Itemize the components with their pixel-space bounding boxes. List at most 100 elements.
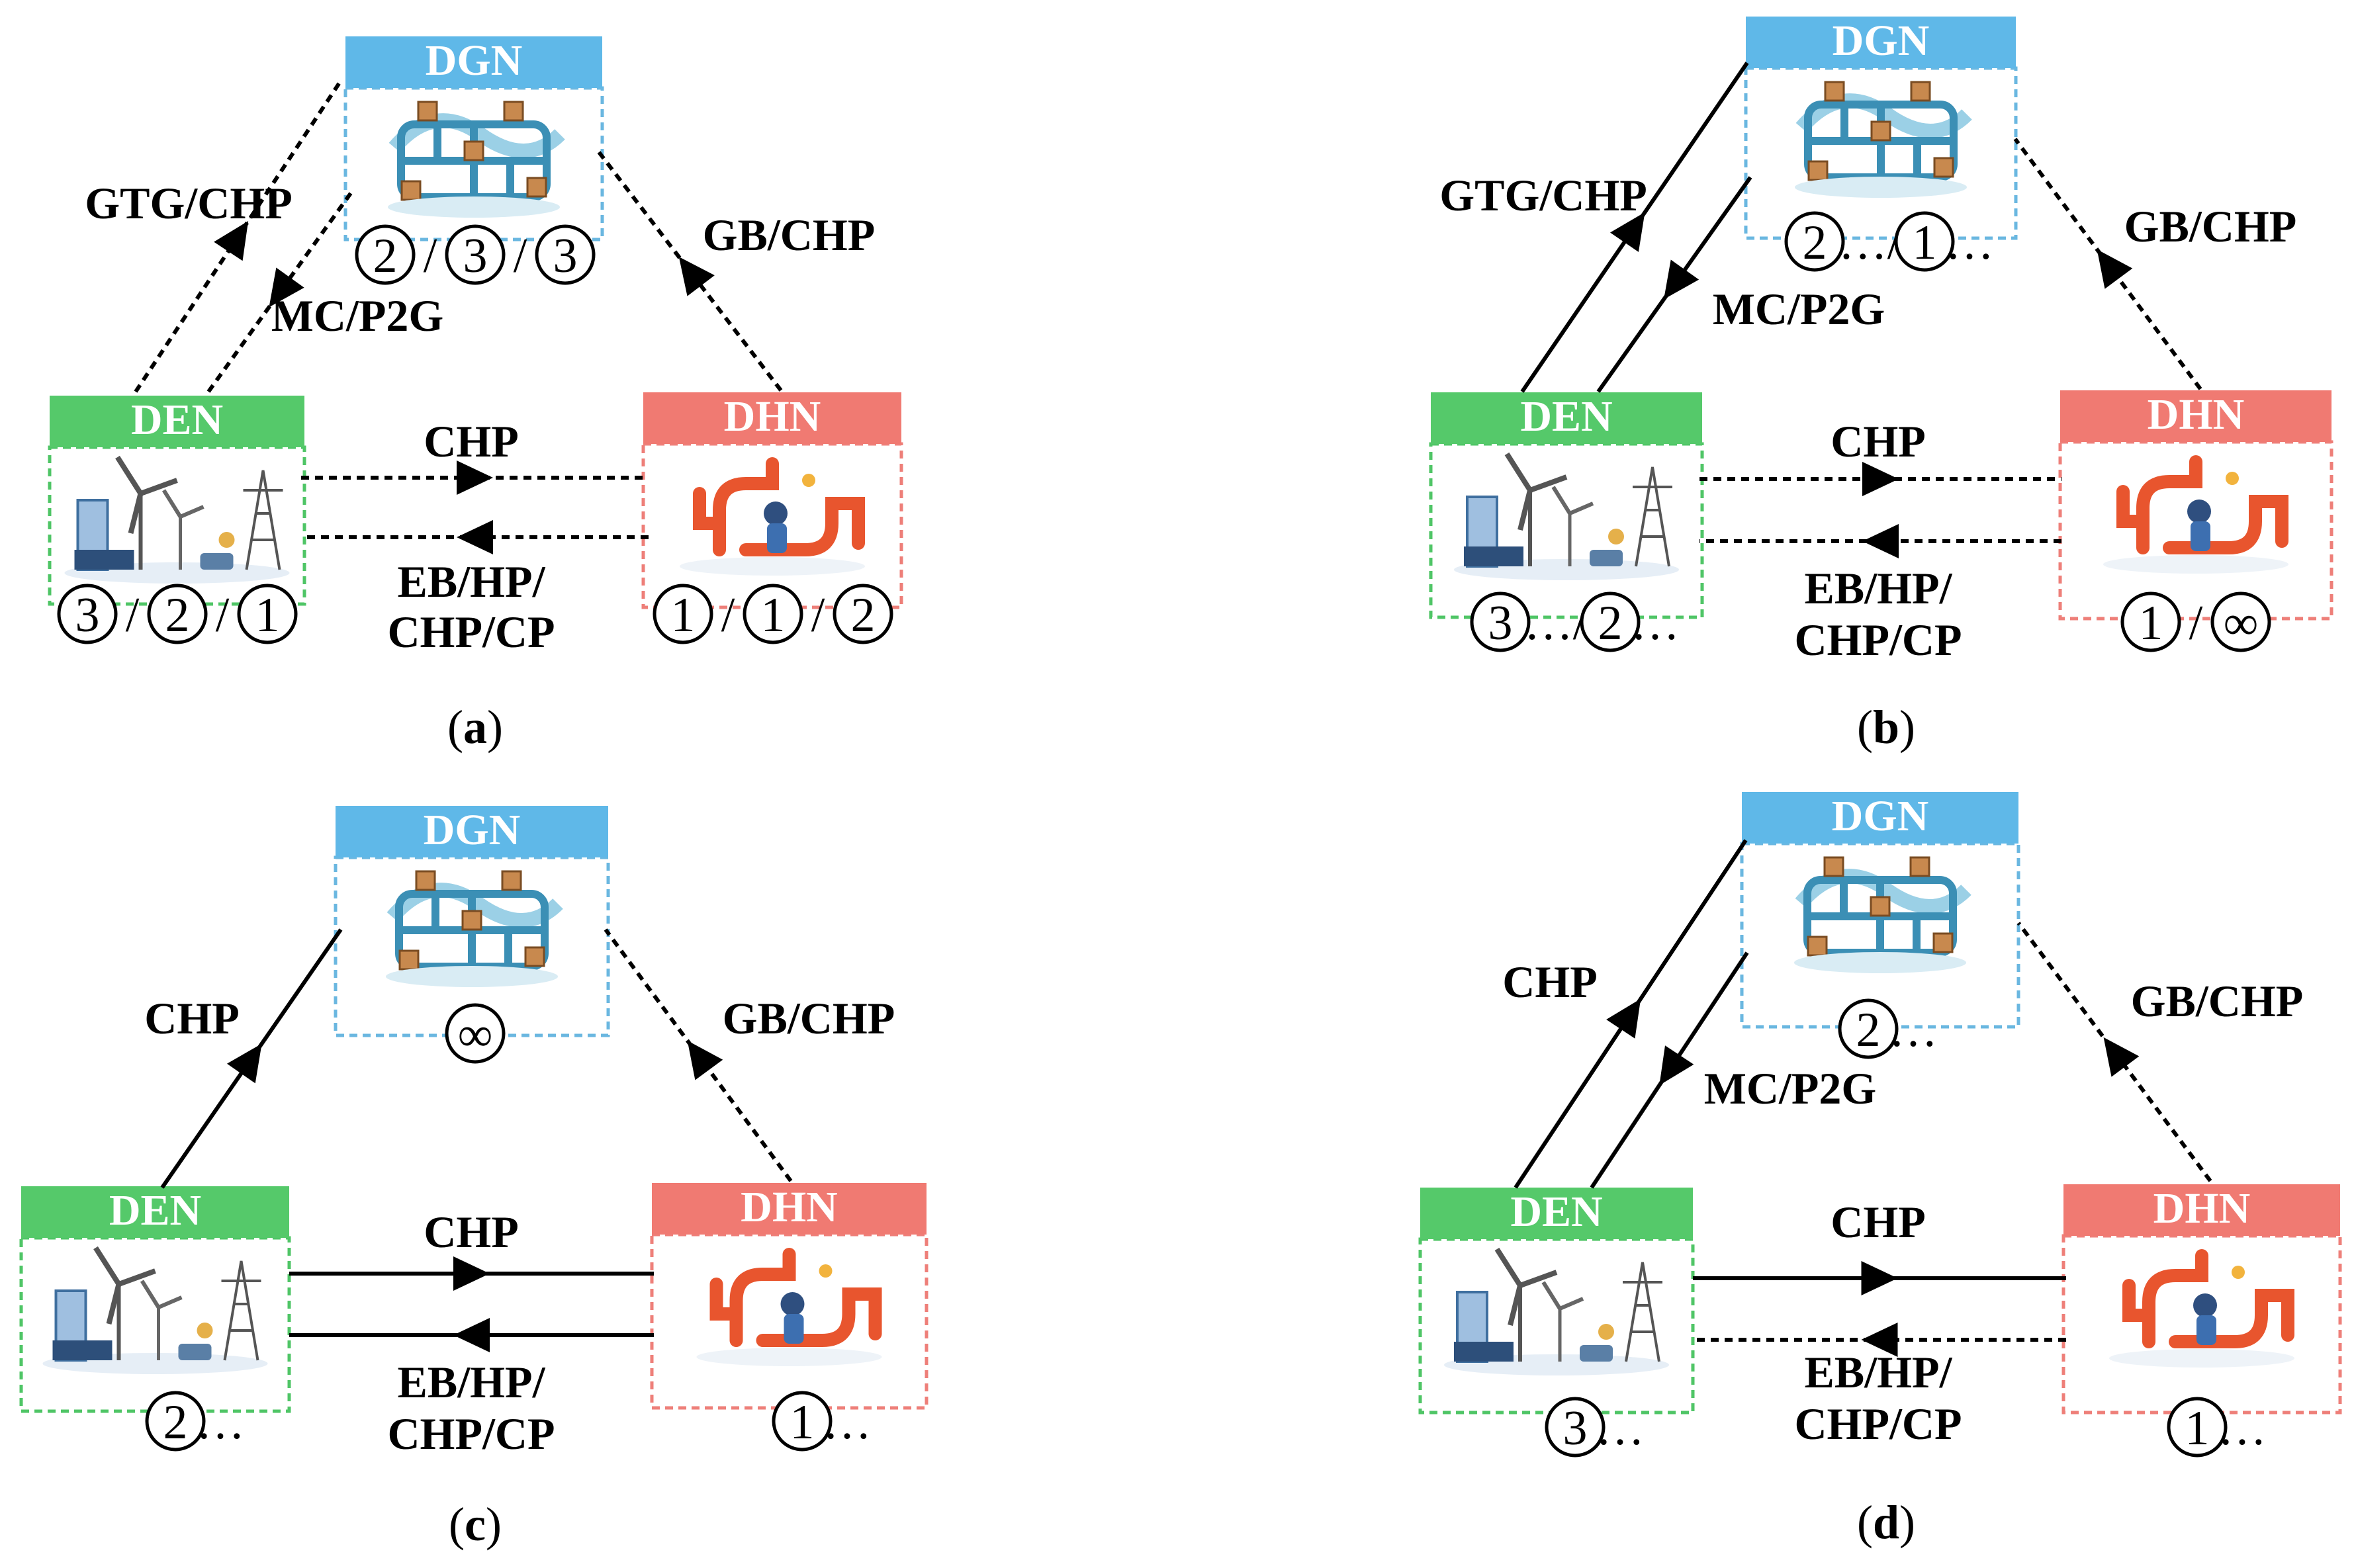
dgn-to-den-label: MC/P2G: [1713, 284, 1885, 334]
dhn-title: DHN: [2148, 390, 2245, 439]
gas-pipeline-network-icon: [1795, 81, 1972, 198]
dgn-marker-separator: /: [514, 229, 527, 283]
den-to-dgn-arrow: [226, 1043, 262, 1084]
dhn-title: DHN: [741, 1183, 838, 1231]
gas-pipeline-network-icon: [386, 870, 563, 987]
dhn-to-dgn-label: GB/CHP: [2131, 976, 2304, 1026]
power-grid-wind-solar-icon: [1444, 1247, 1669, 1375]
den-marker-circle: [1580, 591, 1641, 652]
dhn-marker-separator: /: [721, 588, 735, 642]
den-marker-separator: /: [216, 588, 230, 642]
den-marker-separator: …/: [1524, 596, 1587, 650]
dhn-marker-circle: [833, 584, 893, 644]
dhn-marker-number: 1: [2139, 596, 2163, 650]
den-to-dgn-label: GTG/CHP: [1439, 170, 1647, 220]
dhn-to-den-label-line1: EB/HP/: [1805, 563, 1953, 613]
caption-open: (: [1857, 1496, 1873, 1549]
dhn-marker-number: 2: [851, 588, 876, 642]
dgn-marker-number: 3: [463, 229, 488, 283]
den-marker-circle: [1545, 1397, 1606, 1458]
caption-open: (: [447, 701, 463, 754]
panel-caption: (b): [1857, 701, 1915, 754]
den-marker-separator: …: [1631, 596, 1680, 650]
dhn-to-den-label-line1: EB/HP/: [1805, 1347, 1953, 1397]
dhn-to-dgn-label: GB/CHP: [703, 210, 876, 260]
power-grid-wind-solar-icon: [42, 1246, 268, 1374]
den-header: [50, 396, 304, 447]
dhn-to-den-label-line1: EB/HP/: [398, 556, 546, 607]
dhn-to-dgn-arrow: [678, 257, 715, 296]
dgn-marker-circle: [535, 224, 596, 285]
dgn-to-den-arrow: [269, 267, 304, 308]
dhn-marker-circle: [2120, 591, 2181, 652]
den-header: [1420, 1188, 1693, 1239]
dhn-marker-number: ∞: [2224, 596, 2259, 650]
dhn-header: [2063, 1184, 2340, 1236]
gas-pipeline-network-icon: [388, 101, 565, 218]
den-to-dgn-arrow: [214, 221, 249, 261]
dgn-marker-circle: [445, 224, 506, 285]
dhn-to-dgn-label: GB/CHP: [723, 993, 895, 1043]
dhn-header: [2060, 390, 2331, 442]
den-marker-number: 2: [165, 588, 190, 642]
dhn-to-den-arrow: [1862, 524, 1899, 558]
caption-close: ): [486, 1498, 502, 1551]
panels-layer: DGN DEN DHN GTG/CHP MC/P2G GB/CHP CHP EB/HP/CHP…: [19, 17, 2342, 1551]
dgn-to-den-arrow: [1659, 1045, 1694, 1086]
den-to-dgn-arrow: [1606, 998, 1641, 1039]
den-marker-circle: [145, 1391, 206, 1452]
dgn-title: DGN: [426, 36, 523, 85]
dhn-to-den-arrow: [1861, 1323, 1898, 1357]
den-marker-circle: [147, 584, 208, 644]
caption-open: (: [449, 1498, 465, 1551]
dhn-to-dgn-arrow: [2097, 249, 2133, 289]
dhn-marker-separator: /: [811, 588, 825, 642]
den-marker-separator: …: [1596, 1401, 1645, 1456]
den-to-dhn-label: CHP: [424, 416, 519, 466]
dhn-title: DHN: [724, 392, 821, 441]
den-to-dhn-arrow: [1861, 1261, 1898, 1295]
dgn-to-den-label: MC/P2G: [271, 290, 444, 341]
den-header: [21, 1186, 289, 1238]
den-to-dhn-label: CHP: [1831, 1197, 1926, 1247]
dhn-to-den-label-line2: CHP/CP: [1794, 1399, 1962, 1449]
den-marker-number: 2: [1598, 596, 1623, 650]
dhn-marker-circle: [2167, 1397, 2228, 1458]
dhn-to-dgn-arrow: [687, 1040, 723, 1080]
den-title: DEN: [1520, 392, 1612, 441]
caption-letter: b: [1873, 701, 1899, 754]
dgn-to-den-arrow: [1664, 259, 1699, 300]
dhn-header: [643, 392, 901, 444]
dgn-marker-circle: [1894, 211, 1955, 272]
dgn-marker-number: 3: [553, 229, 578, 283]
caption-letter: c: [465, 1498, 486, 1551]
den-title: DEN: [131, 396, 223, 444]
den-to-dhn-arrow: [453, 1256, 490, 1291]
heat-pipe-network-icon: [2109, 1249, 2294, 1368]
heat-pipe-network-icon: [696, 1248, 882, 1366]
dgn-marker-number: ∞: [458, 1008, 493, 1062]
dhn-to-den-label-line1: EB/HP/: [398, 1357, 546, 1407]
dgn-marker-number: 1: [1913, 216, 1937, 270]
power-grid-wind-solar-icon: [1454, 452, 1679, 580]
caption-letter: a: [463, 701, 487, 754]
den-to-dgn-label: CHP: [1502, 957, 1598, 1007]
dhn-to-dgn-label: GB/CHP: [2124, 201, 2297, 251]
dhn-marker-circle: [772, 1391, 833, 1452]
caption-open: (: [1857, 701, 1873, 754]
dhn-marker-circle: [653, 584, 713, 644]
dgn-marker-number: 2: [1856, 1003, 1881, 1057]
dhn-to-den-label-line2: CHP/CP: [387, 607, 555, 657]
den-to-dhn-label: CHP: [424, 1207, 519, 1257]
heat-pipe-network-icon: [680, 457, 865, 576]
caption-letter: d: [1873, 1496, 1899, 1549]
dgn-header: [345, 36, 602, 88]
caption-close: ): [1899, 701, 1915, 754]
caption-close: ): [1899, 1496, 1915, 1549]
dgn-marker-circle: [1838, 998, 1899, 1059]
dgn-marker-circle: [1784, 211, 1845, 272]
dhn-to-den-arrow: [457, 520, 493, 554]
